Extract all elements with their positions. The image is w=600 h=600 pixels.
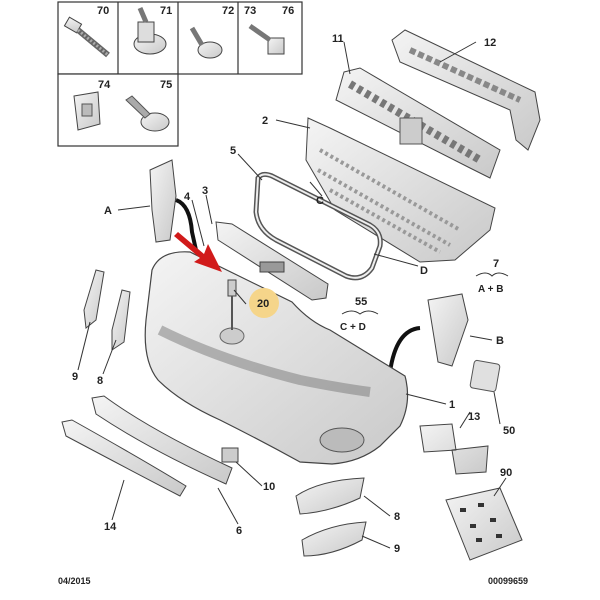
callout-a: A (104, 205, 112, 217)
kit-clips (460, 503, 502, 542)
footer-date: 04/2015 (58, 576, 91, 586)
part-8-fog-surround (295, 477, 365, 515)
part-50-clip-pack (469, 359, 501, 393)
part-11-grille-support (335, 67, 501, 179)
clip-74-icon (73, 91, 101, 131)
screw-75-icon (125, 95, 170, 132)
red-arrow-icon (174, 232, 222, 272)
part-6-lower-grille (91, 395, 233, 485)
black-seal-left (175, 198, 198, 251)
label-73: 73 (244, 5, 256, 17)
callout-8-right: 8 (394, 511, 400, 523)
callout-55: 55 (355, 296, 367, 308)
callout-4: 4 (184, 191, 191, 203)
callout-d: D (420, 265, 428, 277)
callout-7-sub: A + B (478, 284, 503, 295)
callout-20: 20 (257, 298, 269, 310)
brace-55 (341, 310, 379, 315)
callout-50: 50 (503, 425, 515, 437)
highlight-circle-20 (249, 288, 279, 318)
label-71: 71 (160, 5, 172, 17)
bolt-73-icon (248, 23, 285, 55)
label-70: 70 (97, 5, 109, 17)
label-74: 74 (98, 79, 111, 91)
callout-b: B (496, 335, 504, 347)
callout-9-left: 9 (72, 371, 78, 383)
label-76: 76 (282, 5, 294, 17)
callout-5: 5 (230, 145, 236, 157)
brace-7 (475, 272, 509, 277)
callout-90: 90 (500, 467, 512, 479)
part-12-crossmember (391, 29, 541, 151)
callout-11: 11 (332, 33, 344, 45)
part-9-side-left (83, 269, 105, 329)
callout-10: 10 (263, 481, 275, 493)
part-2-grille (305, 117, 496, 263)
part-13-sensor-brackets (419, 423, 489, 475)
callout-14: 14 (104, 521, 117, 533)
part-10-bracket (221, 447, 239, 463)
callout-1: 1 (449, 399, 455, 411)
footer-ref: 00099659 (488, 576, 529, 586)
part-a-bracket-left (149, 159, 177, 243)
part-14-lower-trim (61, 419, 187, 497)
part-8-side-left (111, 289, 131, 351)
black-seal-right (388, 326, 421, 373)
callout-13: 13 (468, 411, 480, 423)
callout-c: C (316, 195, 324, 207)
part-5-chrome-frame (253, 171, 383, 281)
part-9-fog-trim (301, 521, 367, 557)
part-20-clip (227, 279, 237, 330)
label-75: 75 (160, 79, 172, 91)
hardware-box: 70 71 72 73 76 74 75 (57, 1, 303, 147)
callout-12: 12 (484, 37, 496, 49)
leader-lines (77, 41, 507, 549)
part-90-kit (445, 487, 523, 561)
callout-6: 6 (236, 525, 242, 537)
part-b-bracket-right (427, 293, 469, 367)
part-1-bumper (144, 251, 409, 465)
label-72: 72 (222, 5, 234, 17)
callout-8-left: 8 (97, 375, 103, 387)
bolt-72-icon (189, 26, 223, 59)
callout-9-right: 9 (394, 543, 400, 555)
callout-2: 2 (262, 115, 268, 127)
part-3-grille-strip (215, 221, 329, 301)
callout-3: 3 (202, 185, 208, 197)
callout-55-sub: C + D (340, 322, 366, 333)
bolt-70-icon (63, 16, 110, 58)
bolt-71-icon (133, 7, 167, 55)
callout-7: 7 (493, 258, 499, 270)
